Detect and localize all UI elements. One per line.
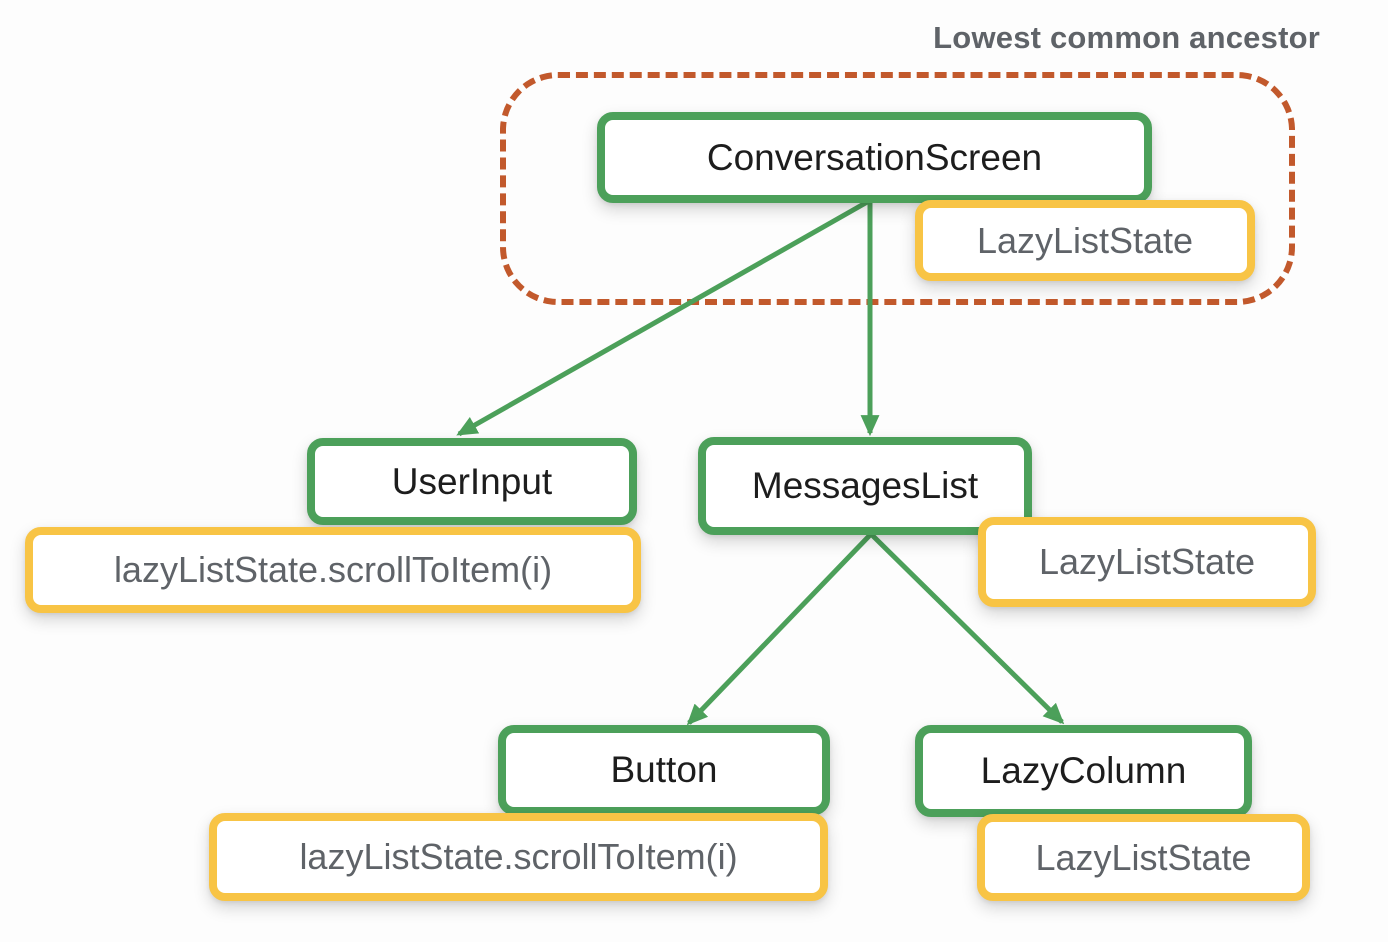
badge-messages-list-state: LazyListState xyxy=(978,517,1316,607)
node-conversation-screen-label: ConversationScreen xyxy=(706,136,1043,178)
badge-conversation-screen-state-label: LazyListState xyxy=(976,219,1194,261)
edge-messageslist-to-button xyxy=(686,532,873,726)
badge-messages-list-state-label: LazyListState xyxy=(1038,541,1256,582)
lowest-common-ancestor-title: Lowest common ancestor xyxy=(933,20,1320,55)
edge-conversation-to-userinput xyxy=(456,198,871,437)
node-button-label: Button xyxy=(610,749,718,790)
edge-messageslist-to-lazycolumn xyxy=(869,532,1065,725)
badge-lazy-column-state: LazyListState xyxy=(977,814,1310,901)
node-user-input-label: UserInput xyxy=(391,460,553,502)
badge-button-call: lazyListState.scrollToItem(i) xyxy=(209,813,828,901)
badge-user-input-call-label: lazyListState.scrollToItem(i) xyxy=(113,549,553,590)
node-conversation-screen: ConversationScreen xyxy=(597,112,1152,203)
node-messages-list-label: MessagesList xyxy=(751,465,979,506)
node-button: Button xyxy=(498,725,830,815)
node-user-input: UserInput xyxy=(307,438,637,525)
node-lazy-column: LazyColumn xyxy=(915,725,1252,817)
badge-lazy-column-state-label: LazyListState xyxy=(1035,836,1252,878)
badge-button-call-label: lazyListState.scrollToItem(i) xyxy=(299,836,738,877)
badge-user-input-call: lazyListState.scrollToItem(i) xyxy=(25,527,641,613)
badge-conversation-screen-state: LazyListState xyxy=(915,200,1255,281)
node-messages-list: MessagesList xyxy=(698,437,1032,535)
node-lazy-column-label: LazyColumn xyxy=(980,750,1187,791)
lowest-common-ancestor-outline xyxy=(500,72,1295,305)
